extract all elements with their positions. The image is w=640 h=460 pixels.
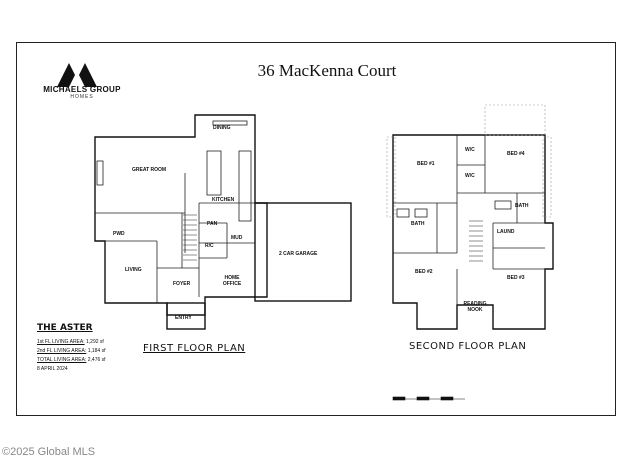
first-floor-plan-title: FIRST FLOOR PLAN (143, 343, 246, 354)
room-powder: PWD (113, 231, 125, 237)
entry-outline (166, 302, 206, 330)
logo-name: MICHAELS GROUP (43, 85, 121, 94)
room-bed1: BED #1 (417, 161, 435, 167)
room-great-room: GREAT ROOM (132, 167, 167, 173)
room-home-office: HOME OFFICE (222, 275, 242, 287)
room-living: LIVING (125, 267, 142, 273)
michaels-group-logo-icon (57, 63, 97, 87)
area-total: TOTAL LIVING AREA: 2,476 sf (37, 357, 106, 363)
address-title: 36 MacKenna Court (257, 61, 397, 80)
room-ric: R/C (205, 243, 214, 249)
room-wic-1: W/C (465, 147, 475, 153)
room-bath-1: BATH (411, 221, 425, 227)
floor-plan-sheet: MICHAELS GROUP HOMES 36 MacKenna Court (16, 42, 616, 416)
plan-date: 8 APRIL 2024 (37, 366, 68, 372)
room-bed4: BED #4 (507, 151, 525, 157)
room-mud: MUD (231, 235, 243, 241)
mls-watermark: ©2025 Global MLS (2, 446, 96, 458)
room-entry: ENTRY (175, 315, 192, 321)
floor-plan-drawing (94, 104, 554, 401)
room-kitchen: KITCHEN (212, 197, 235, 203)
room-garage: 2 CAR GARAGE (279, 251, 318, 257)
room-bed2: BED #2 (415, 269, 433, 275)
room-pantry: PAN (207, 221, 218, 227)
room-dining: DINING (213, 125, 231, 131)
second-floor-plan-title: SECOND FLOOR PLAN (409, 341, 527, 352)
room-wic-2: W/C (465, 173, 475, 179)
room-laundry: LAUND (497, 229, 515, 235)
garage-outline (254, 202, 352, 302)
second-floor-outline (392, 134, 554, 330)
room-reading-nook: READING NOOK (463, 301, 487, 313)
logo-subtitle: HOMES (70, 94, 94, 100)
scale-bar (392, 396, 465, 401)
room-bath-2: BATH (515, 203, 529, 209)
first-floor-outline (94, 114, 268, 316)
area-2nd-floor: 2nd FL LIVING AREA: 1,184 sf (37, 348, 106, 354)
model-name: THE ASTER (37, 323, 93, 333)
room-foyer: FOYER (173, 281, 191, 287)
room-bed3: BED #3 (507, 275, 525, 281)
area-1st-floor: 1st FL LIVING AREA: 1,292 sf (37, 339, 104, 345)
